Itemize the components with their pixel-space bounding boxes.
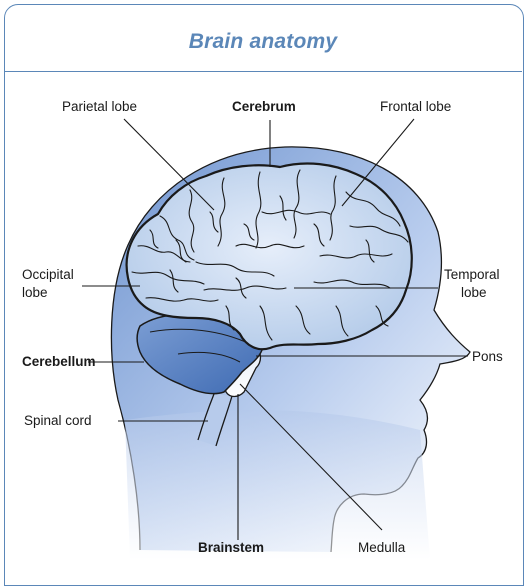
label-frontal-lobe: Frontal lobe [380,99,451,114]
label-brainstem: Brainstem [198,540,264,555]
label-medulla: Medulla [358,540,406,555]
label-parietal-lobe: Parietal lobe [62,99,137,114]
label-temporal-line2: lobe [461,285,487,300]
label-cerebrum: Cerebrum [232,99,296,114]
brain-diagram: Parietal lobe Cerebrum Frontal lobe Occi… [0,0,532,572]
neck-fade [125,410,430,560]
label-temporal-line1: Temporal [444,267,500,282]
label-occipital-line2: lobe [22,285,48,300]
label-pons: Pons [472,349,503,364]
label-occipital-line1: Occipital [22,267,74,282]
label-spinal-cord: Spinal cord [24,413,92,428]
label-cerebellum: Cerebellum [22,354,96,369]
